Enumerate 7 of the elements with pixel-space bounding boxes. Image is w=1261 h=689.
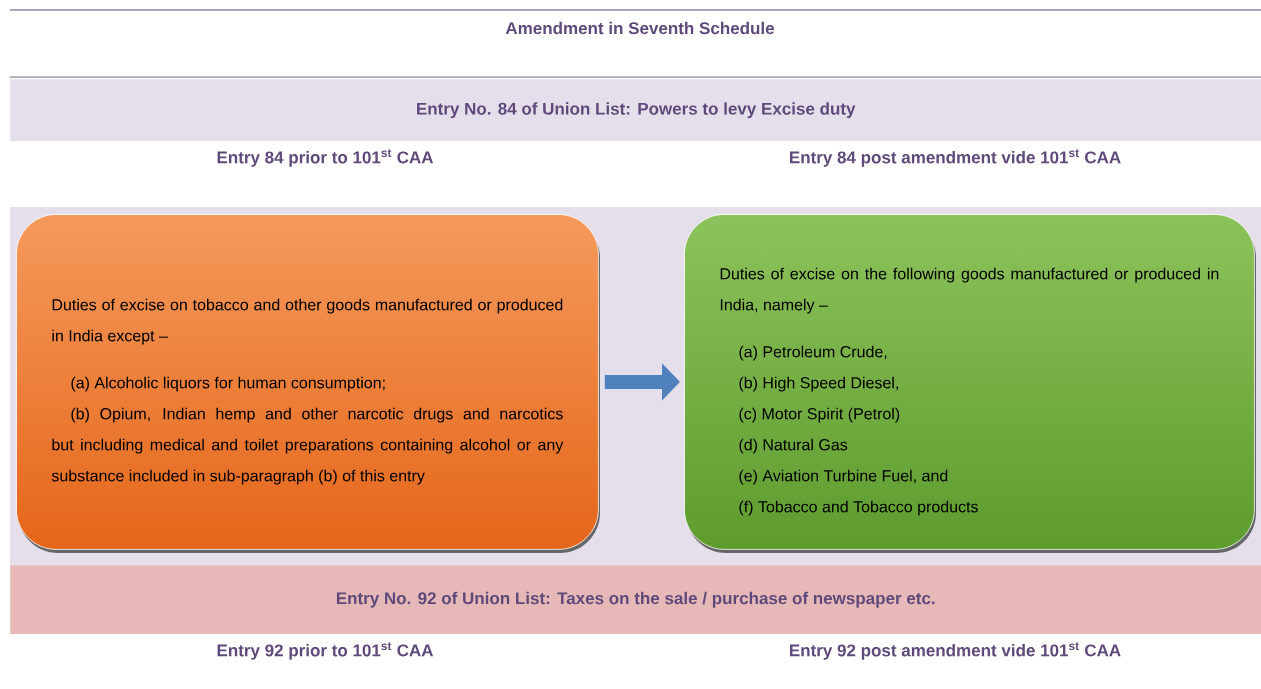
text-box: Duties of excise on the following goods manufactured or produced in India, namely – (a) Petroleum Crude, (b) High Speed Diesel, (c) Motor Spirit (Petrol) (d) Natural Gas (e) Aviation Turbine Fuel, and (f) Tobacco and Tobacco products [684, 214, 1256, 553]
title: Amendment in Seventh Schedule [505, 21, 775, 35]
text-box: Duties of excise on tobacco and other goods manufactured or produced in India except – (a) Alcoholic liquors for human consumption; (b) Opium, Indian hemp and other narcotic drugs and narcotics but including medical and toilet preparations containing alcohol or any substance included in sub-paragraph (b) of this entry [16, 214, 600, 553]
column-heading: Entry 84 post amendment vide 101$^{st}$ CAA [790, 149, 1121, 167]
heading-band: Entry No. 84 of Union List: Powers to levy Excise duty [10, 79, 1261, 142]
column-heading: Entry 84 prior to 101$^{st}$ CAA [217, 149, 434, 167]
heading-band: Entry No. 92 of Union List: Taxes on the sale / purchase of newspaper etc. [10, 565, 1261, 635]
